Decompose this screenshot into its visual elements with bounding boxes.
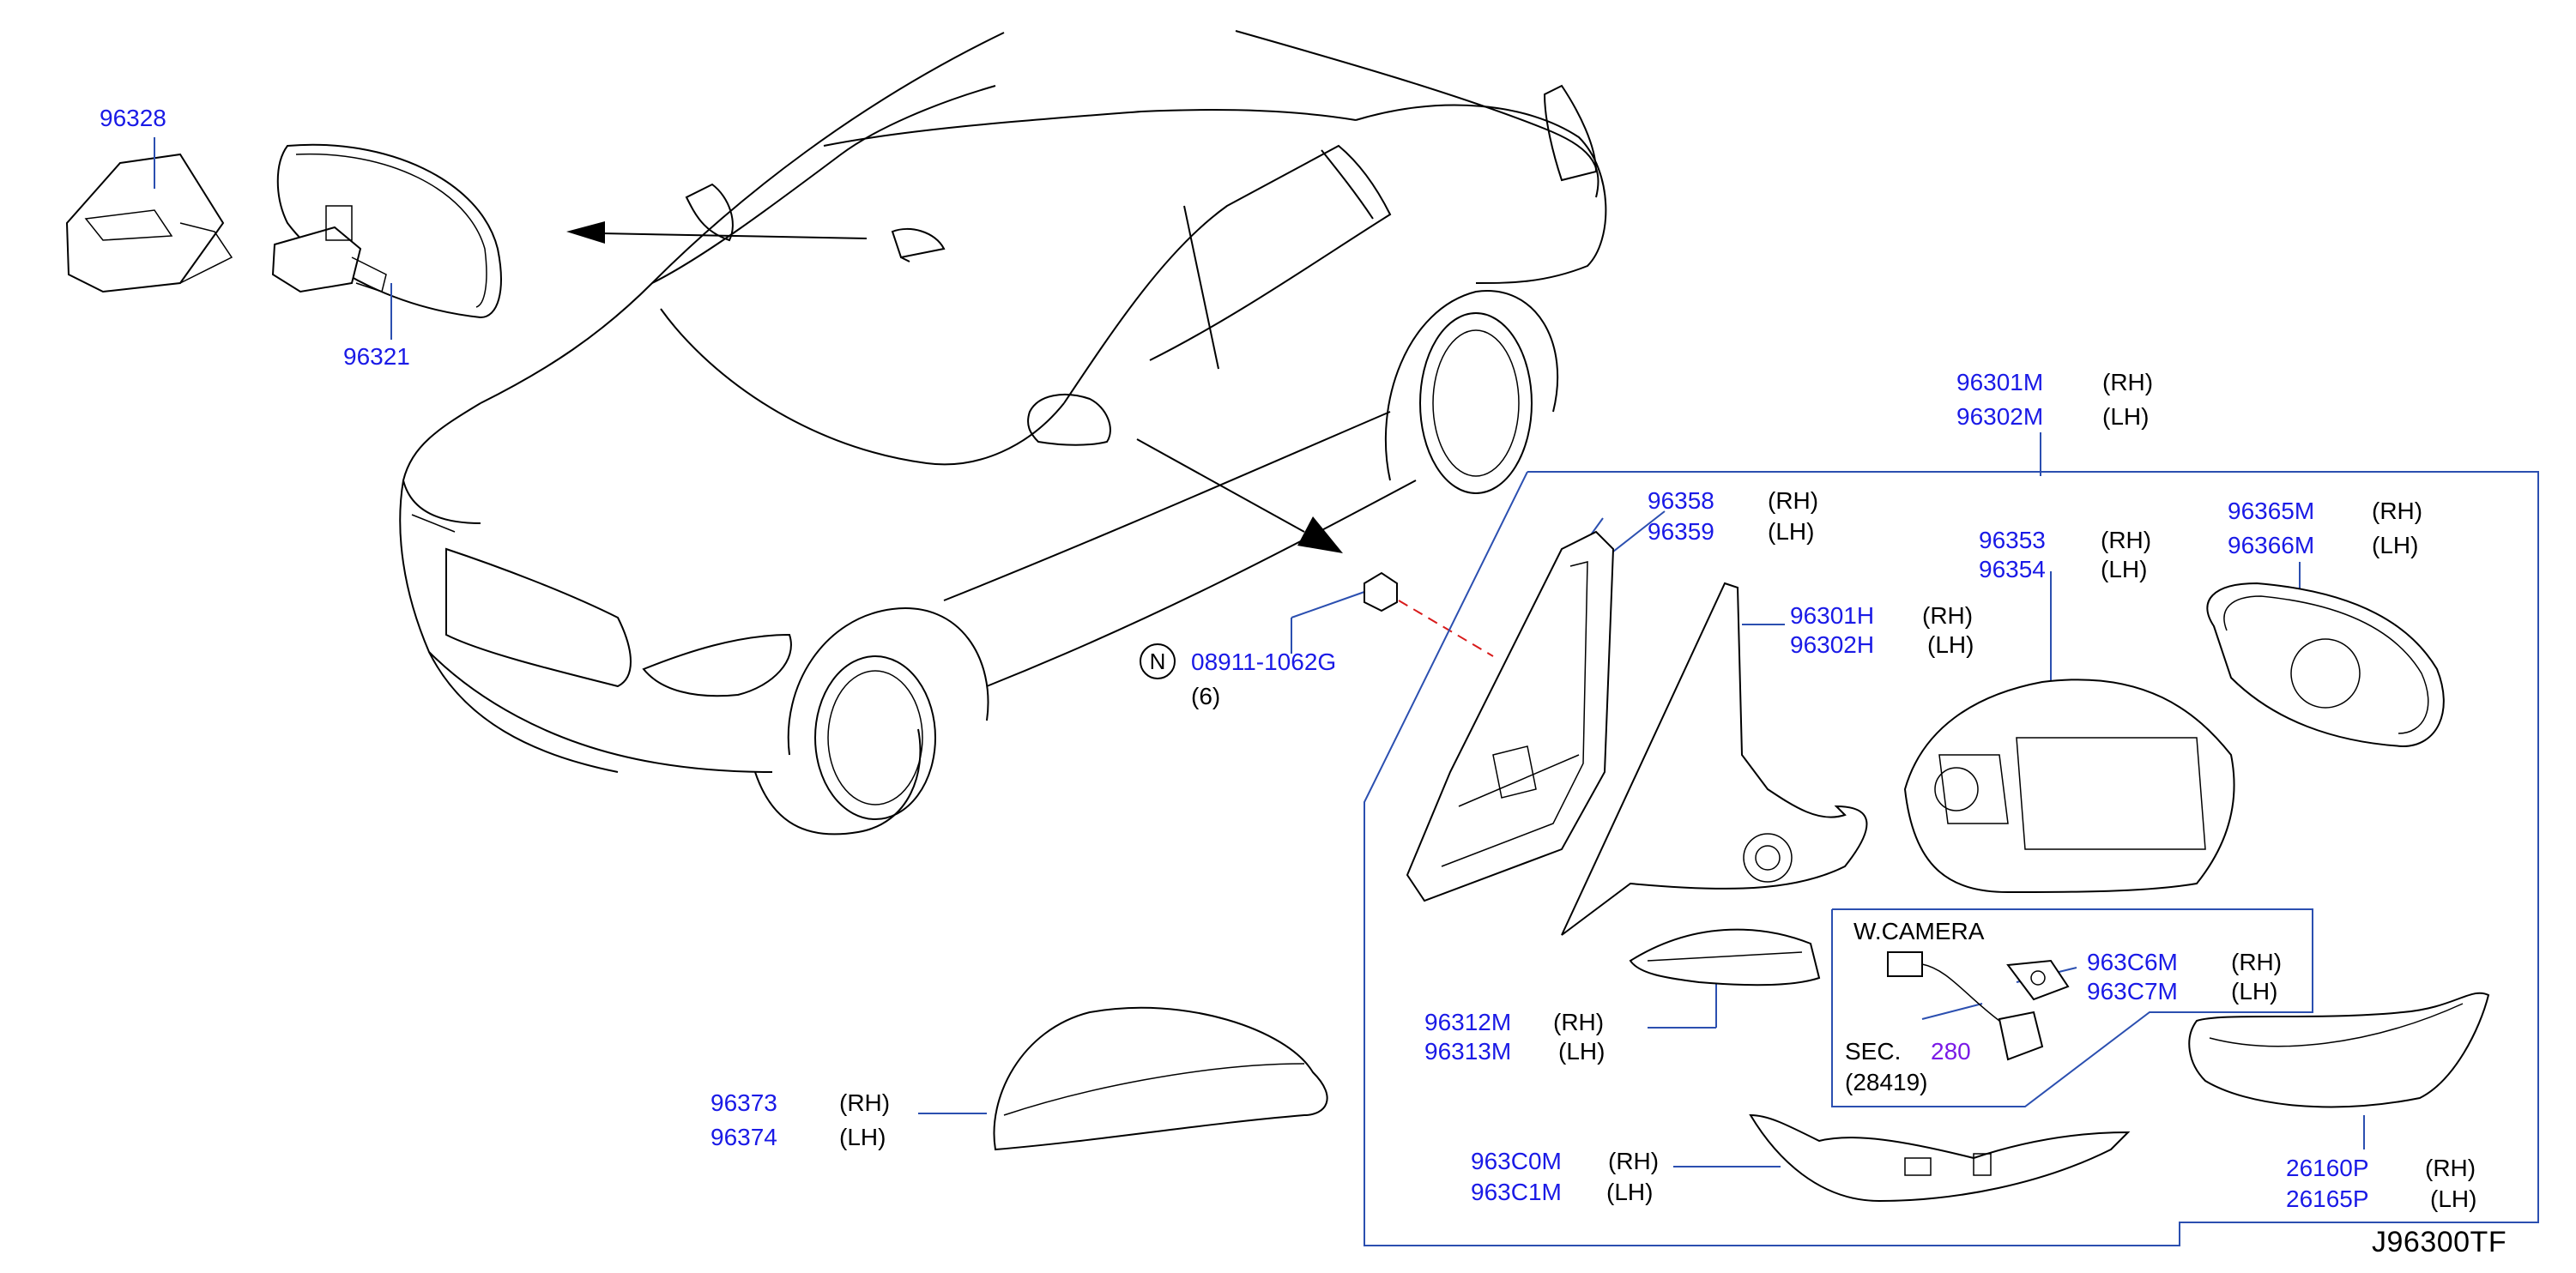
label-963C1M-side: (LH) (1606, 1179, 1654, 1205)
leader-lines (154, 137, 2365, 1167)
label-96302H[interactable]: 96302H (1790, 631, 1875, 658)
label-96374[interactable]: 96374 (711, 1124, 777, 1150)
label-sec-280[interactable]: 280 (1931, 1038, 1971, 1065)
label-26165P-side: (LH) (2430, 1186, 2477, 1212)
part-963C6M-camera[interactable] (1887, 951, 2070, 1061)
label-26165P[interactable]: 26165P (2286, 1186, 2369, 1212)
part-26160P-turn-signal[interactable] (2188, 992, 2490, 1108)
label-08911-quantity: (6) (1191, 683, 1221, 709)
label-sec-part: (28419) (1845, 1069, 1928, 1095)
label-26160P-side: (RH) (2425, 1155, 2476, 1181)
label-96366M-side: (LH) (2372, 532, 2419, 558)
label-963C0M-side: (RH) (1608, 1148, 1660, 1174)
label-96302H-side: (LH) (1927, 631, 1974, 658)
label-96302M[interactable]: 96302M (1956, 403, 2044, 430)
part-96321-rearview-mirror[interactable] (271, 143, 502, 319)
label-w-camera: W.CAMERA (1853, 918, 1985, 944)
nut-alignment-dash (1398, 600, 1494, 657)
part-963C0M-lower-garnish[interactable] (1749, 1113, 2131, 1203)
label-96353-side: (RH) (2101, 527, 2152, 553)
label-96365M-side: (RH) (2372, 498, 2423, 524)
door-mirror-assembly-frame (1364, 471, 2539, 1246)
label-96358[interactable]: 96358 (1648, 487, 1714, 514)
label-963C7M-side: (LH) (2231, 978, 2278, 1005)
label-96365M[interactable]: 96365M (2228, 498, 2315, 524)
label-96354-side: (LH) (2101, 556, 2148, 582)
label-96354[interactable]: 96354 (1979, 556, 2046, 582)
label-96313M[interactable]: 96313M (1424, 1038, 1512, 1065)
label-96373[interactable]: 96373 (711, 1089, 777, 1116)
label-96301H[interactable]: 96301H (1790, 602, 1875, 629)
label-96301M[interactable]: 96301M (1956, 369, 2044, 395)
label-96358-side: (RH) (1768, 487, 1819, 514)
part-96373-mirror-cap[interactable] (993, 1006, 1328, 1151)
label-08911-1062G[interactable]: 08911-1062G (1191, 649, 1337, 675)
label-96328[interactable]: 96328 (100, 105, 166, 131)
label-26160P[interactable]: 26160P (2286, 1155, 2369, 1181)
drawing-code: J96300TF (2372, 1226, 2507, 1258)
label-963C6M-side: (RH) (2231, 949, 2283, 975)
label-96359-side: (LH) (1768, 518, 1815, 545)
label-963C7M[interactable]: 963C7M (2087, 978, 2178, 1005)
label-96353[interactable]: 96353 (1979, 527, 2046, 553)
part-96353-mirror-body[interactable] (1903, 679, 2235, 894)
label-96313M-side: (LH) (1558, 1038, 1605, 1065)
label-96373-side: (RH) (839, 1089, 891, 1116)
car-illustration (399, 30, 1607, 836)
label-963C1M[interactable]: 963C1M (1471, 1179, 1562, 1205)
part-08911-nut[interactable] (1364, 571, 1398, 612)
label-96321[interactable]: 96321 (343, 343, 410, 370)
label-96301H-side: (RH) (1922, 602, 1974, 629)
part-96301H-mirror-housing[interactable] (1561, 582, 1868, 936)
label-96312M-side: (RH) (1553, 1009, 1605, 1035)
label-96359[interactable]: 96359 (1648, 518, 1714, 545)
label-96302M-side: (LH) (2102, 403, 2150, 430)
label-96301M-side: (RH) (2102, 369, 2154, 395)
label-963C0M[interactable]: 963C0M (1471, 1148, 1562, 1174)
nut-symbol-circle: N (1140, 643, 1176, 679)
part-96358-base-cover[interactable] (1406, 530, 1615, 902)
part-96328-bracket[interactable] (65, 153, 233, 293)
part-96312M-lower-cover[interactable] (1629, 928, 1821, 986)
label-96374-side: (LH) (839, 1124, 886, 1150)
label-96312M[interactable]: 96312M (1424, 1009, 1512, 1035)
label-96366M[interactable]: 96366M (2228, 532, 2315, 558)
label-sec: SEC. (1845, 1038, 1902, 1065)
part-96365M-mirror-glass[interactable] (2206, 582, 2445, 748)
label-963C6M[interactable]: 963C6M (2087, 949, 2178, 975)
callout-arrows (566, 221, 1343, 553)
